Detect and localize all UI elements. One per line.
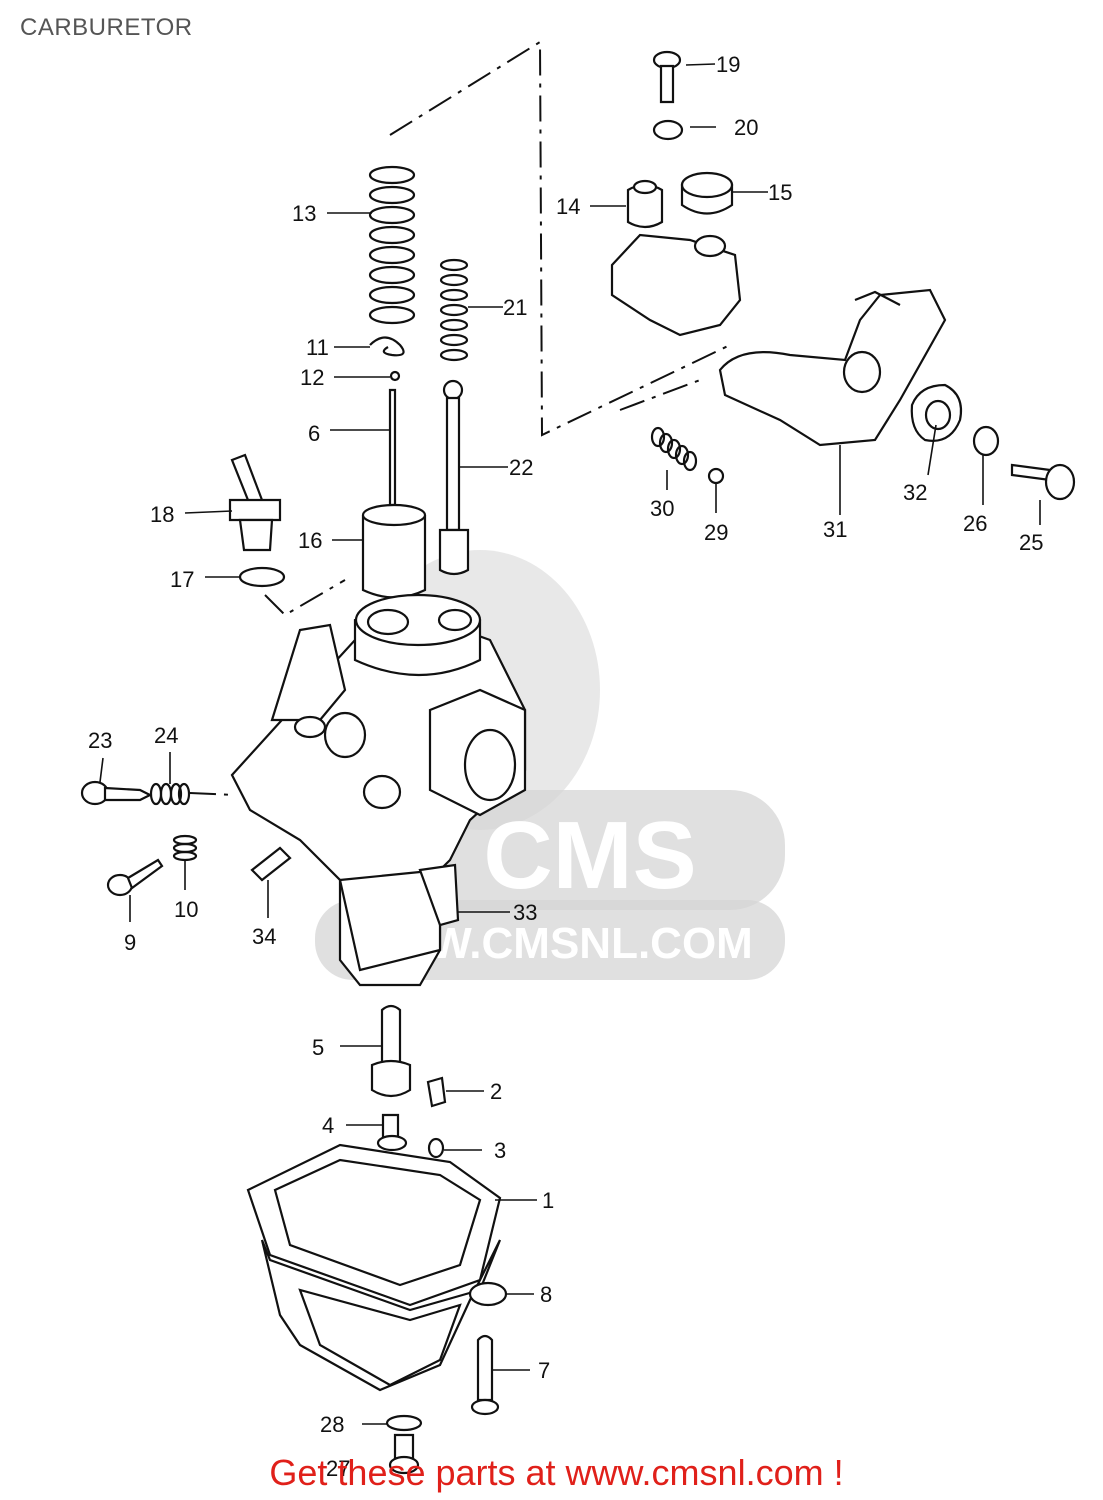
footer-promo-link[interactable]: Get these parts at www.cmsnl.com ! — [269, 1452, 844, 1493]
part-label-29: 29 — [704, 520, 728, 545]
screw-25 — [1010, 463, 1076, 501]
cap-14 — [626, 179, 664, 229]
part-label-24: 24 — [154, 723, 178, 748]
part-label-20: 20 — [734, 115, 758, 140]
jet-needle-6 — [388, 388, 397, 507]
part-label-9: 9 — [124, 930, 136, 955]
part-label-4: 4 — [322, 1113, 334, 1138]
gasket-1 — [246, 1143, 502, 1307]
part-label-30: 30 — [650, 496, 674, 521]
top-cover — [610, 233, 742, 337]
part-label-17: 17 — [170, 567, 194, 592]
drain-screw-27 — [388, 1433, 420, 1475]
washer-20 — [652, 119, 684, 141]
o-ring-28 — [385, 1414, 423, 1432]
part-label-33: 33 — [513, 900, 537, 925]
throttle-valve-16 — [361, 503, 427, 599]
part-label-28: 28 — [320, 1412, 344, 1437]
screw-19 — [652, 50, 682, 104]
screw-7 — [470, 1334, 500, 1416]
part-label-10: 10 — [174, 897, 198, 922]
jet-2 — [426, 1076, 447, 1108]
main-jet-holder-5 — [370, 1004, 412, 1098]
part-label-5: 5 — [312, 1035, 324, 1060]
clip-12 — [389, 370, 401, 382]
part-label-15: 15 — [768, 180, 792, 205]
spring-21 — [439, 258, 469, 362]
part-label-13: 13 — [292, 201, 316, 226]
part-label-11: 11 — [306, 335, 329, 360]
float-chamber — [260, 1239, 502, 1392]
carburetor-body-33 — [230, 593, 527, 987]
part-label-1: 1 — [542, 1188, 554, 1213]
spring-30 — [650, 426, 698, 472]
part-label-32: 32 — [903, 480, 927, 505]
screw-23 — [80, 780, 153, 806]
part-label-3: 3 — [494, 1138, 506, 1163]
part-label-8: 8 — [540, 1282, 552, 1307]
spring-13 — [368, 165, 416, 325]
part-label-22: 22 — [509, 455, 533, 480]
leader-lines — [99, 63, 1041, 1425]
clip-11 — [369, 336, 405, 357]
gasket-17 — [238, 566, 286, 588]
part-label-26: 26 — [963, 511, 987, 536]
part-label-14: 14 — [556, 194, 580, 219]
spring-3 — [427, 1137, 445, 1159]
starter-plunger-22 — [438, 379, 470, 576]
lever-31 — [718, 288, 947, 447]
washer-26 — [972, 425, 1000, 457]
part-label-23: 23 — [88, 728, 112, 753]
assembly-lines — [189, 40, 731, 796]
part-label-6: 6 — [308, 421, 320, 446]
part-label-16: 16 — [298, 528, 322, 553]
part-label-18: 18 — [150, 502, 174, 527]
part-labels: 19 20 14 15 13 21 11 12 6 22 18 16 17 30… — [88, 52, 1043, 1481]
spring-24 — [149, 782, 191, 806]
gasket-8 — [468, 1281, 508, 1307]
part-label-19: 19 — [716, 52, 740, 77]
part-label-27: 27 — [326, 1456, 350, 1481]
pin-34 — [250, 846, 292, 882]
page-title: CARBURETOR — [20, 14, 193, 41]
part-label-31: 31 — [823, 517, 847, 542]
screw-9 — [106, 858, 164, 897]
part-label-12: 12 — [300, 365, 324, 390]
part-label-34: 34 — [252, 924, 276, 949]
jet-4 — [376, 1113, 408, 1152]
ball-29 — [707, 467, 725, 485]
bushing-32 — [910, 383, 963, 442]
spring-10 — [172, 834, 198, 862]
watermark-logo-text: CMS — [483, 802, 696, 909]
part-label-2: 2 — [490, 1079, 502, 1104]
cap-15 — [680, 171, 734, 215]
part-label-25: 25 — [1019, 530, 1043, 555]
part-label-21: 21 — [503, 295, 527, 320]
part-label-7: 7 — [538, 1358, 550, 1383]
fitting-18 — [228, 453, 282, 552]
